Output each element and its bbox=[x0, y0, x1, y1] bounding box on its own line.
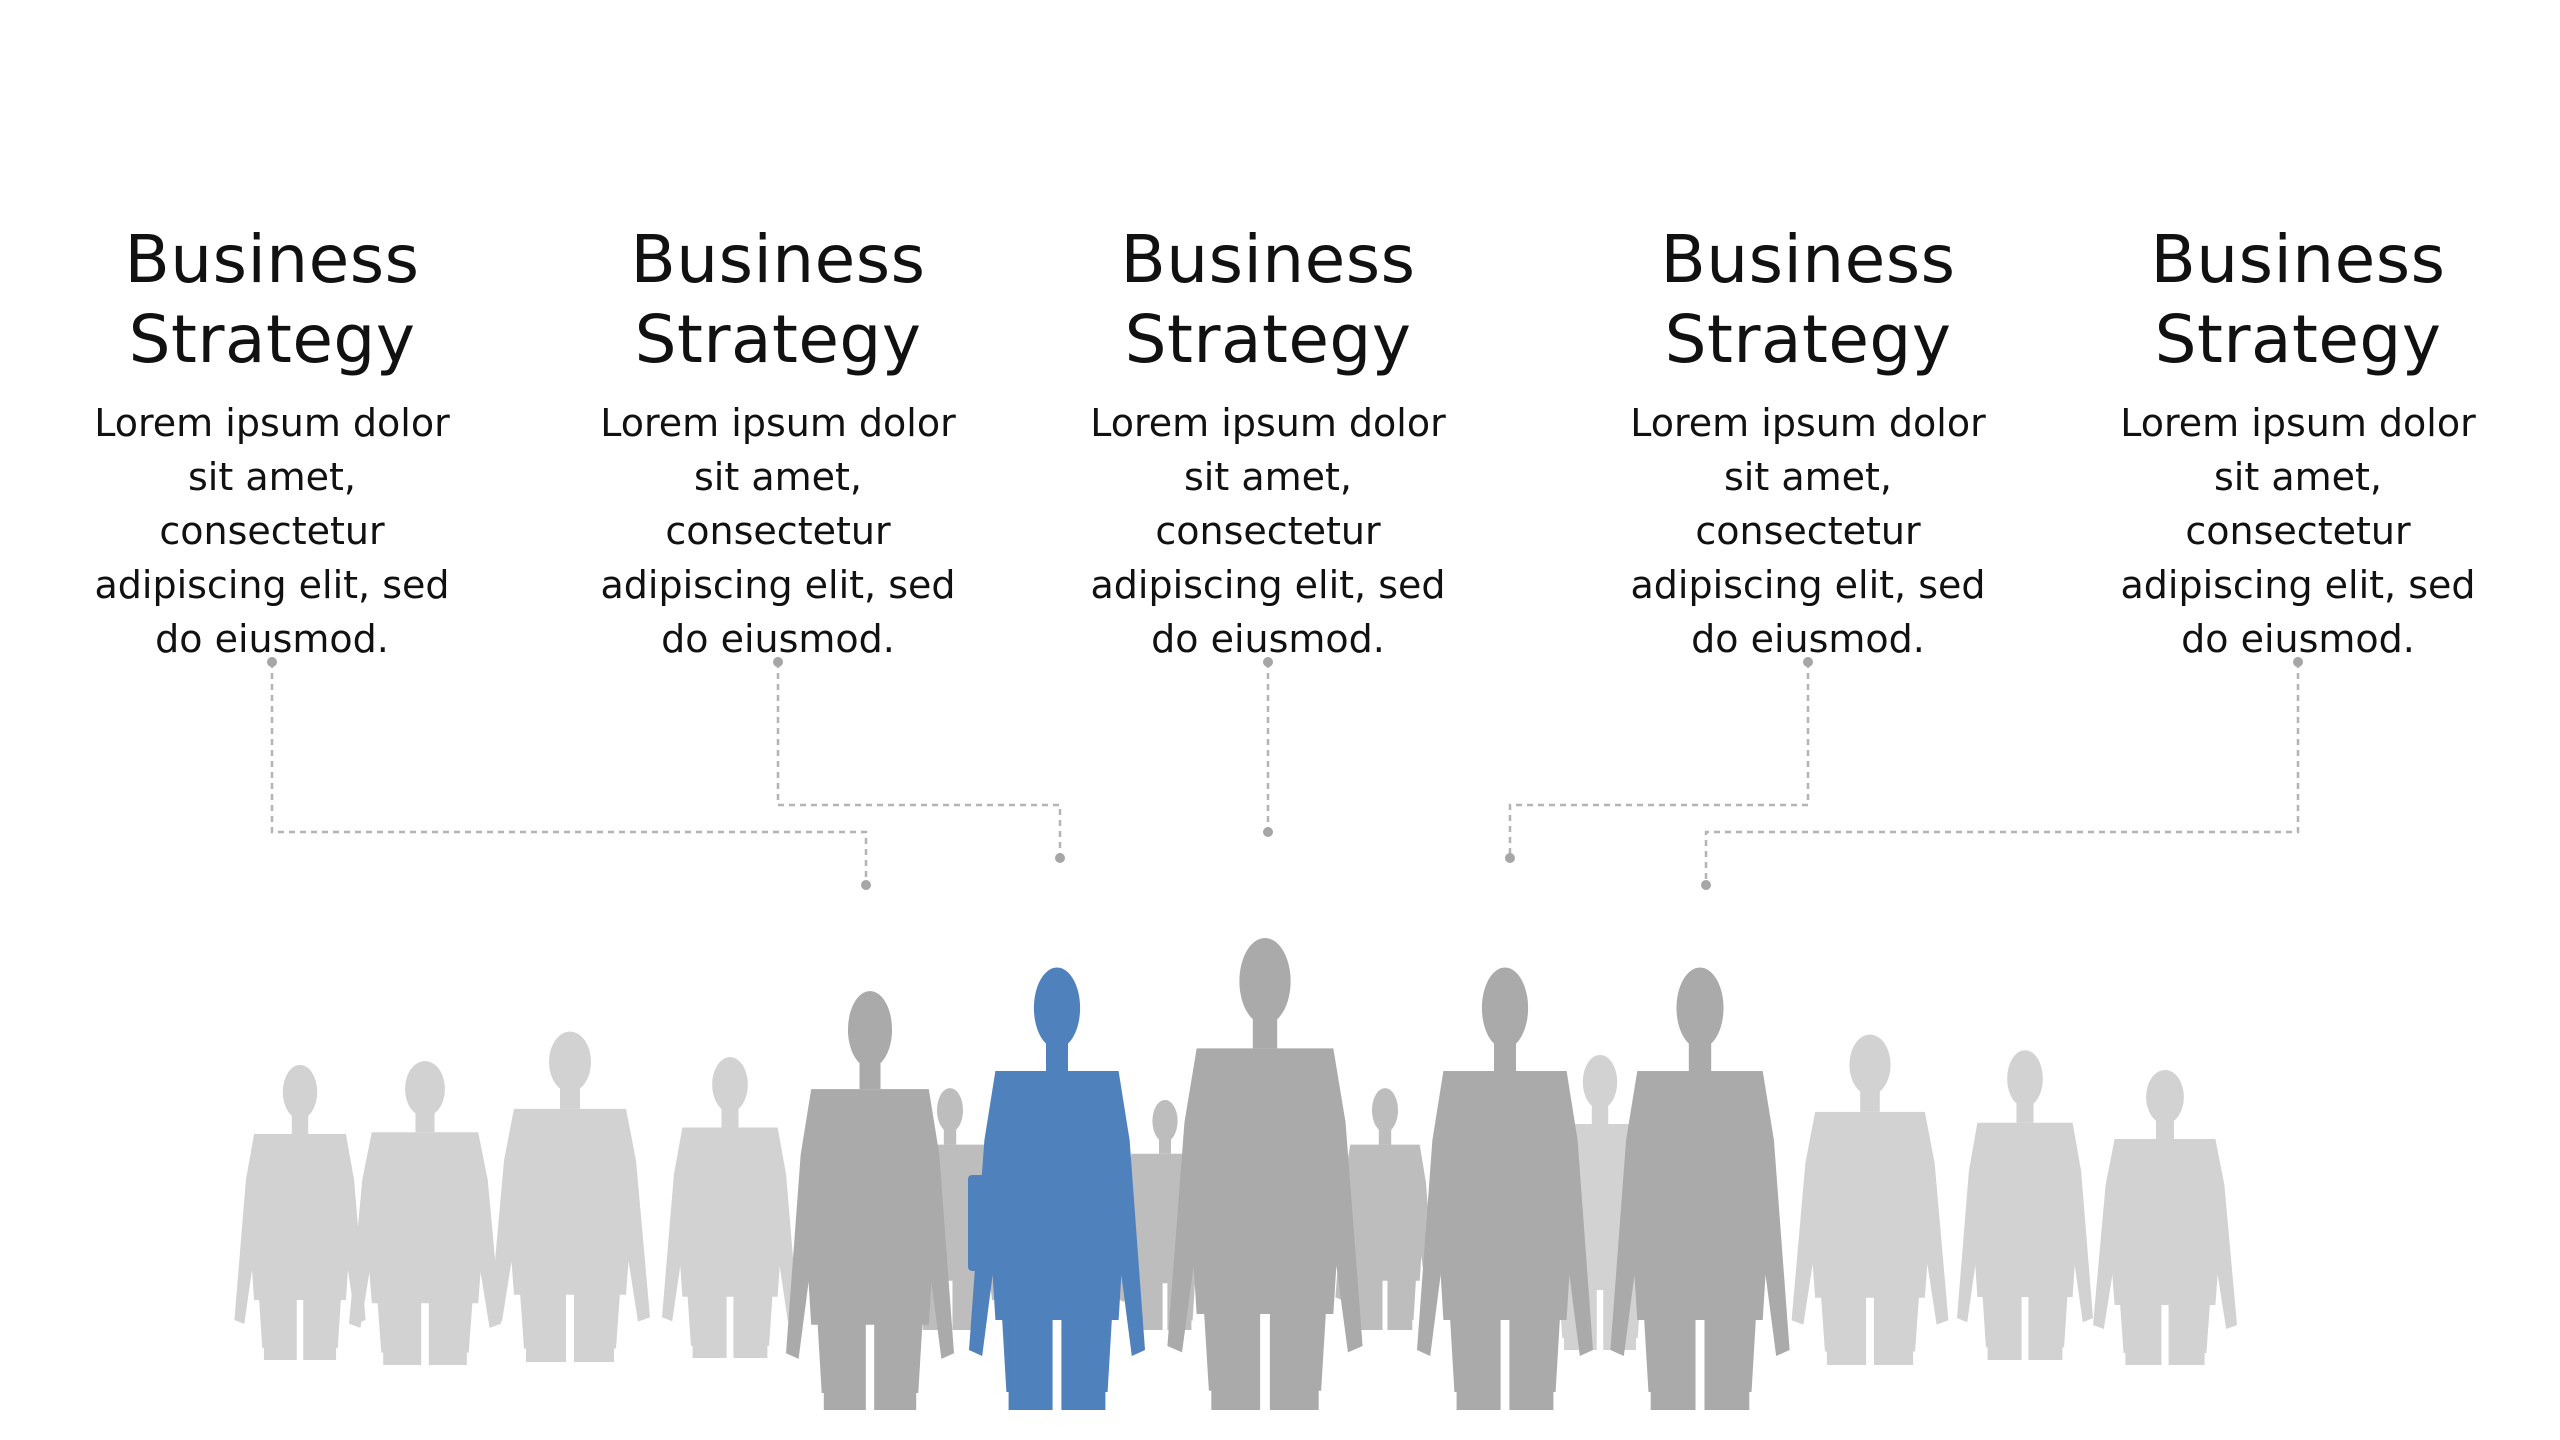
description-line: sit amet, bbox=[1184, 455, 1352, 499]
connector-dot-end-3 bbox=[1263, 827, 1273, 837]
connector-2 bbox=[776, 662, 1062, 858]
briefcase-icon bbox=[968, 1175, 1020, 1271]
description-line: sit amet, bbox=[2214, 455, 2382, 499]
column-description: Lorem ipsum dolor sit amet, consectetur … bbox=[62, 396, 482, 666]
title-line-2: Strategy bbox=[2154, 301, 2442, 378]
title-line-1: Business bbox=[1660, 221, 1956, 298]
person-silhouette bbox=[349, 1061, 501, 1365]
description-line: adipiscing elit, sed bbox=[600, 563, 956, 607]
description-line: consectetur bbox=[665, 509, 891, 553]
title-line-1: Business bbox=[1120, 221, 1416, 298]
person-silhouette bbox=[234, 1065, 366, 1360]
connector-dot-end-4 bbox=[1505, 853, 1515, 863]
description-line: do eiusmod. bbox=[155, 617, 389, 661]
title-line-1: Business bbox=[2150, 221, 2446, 298]
connector-dot-top-2 bbox=[773, 657, 783, 667]
strategy-column-1: Business Strategy Lorem ipsum dolor sit … bbox=[62, 220, 482, 666]
connector-dot-top-3 bbox=[1263, 657, 1273, 667]
connector-1 bbox=[270, 662, 868, 885]
description-line: sit amet, bbox=[1724, 455, 1892, 499]
description-line: Lorem ipsum dolor bbox=[600, 401, 956, 445]
description-line: do eiusmod. bbox=[2181, 617, 2415, 661]
description-line: consectetur bbox=[1155, 509, 1381, 553]
person-silhouette bbox=[1791, 1034, 1949, 1365]
description-line: Lorem ipsum dolor bbox=[1630, 401, 1986, 445]
description-line: sit amet, bbox=[694, 455, 862, 499]
description-line: adipiscing elit, sed bbox=[2120, 563, 2476, 607]
column-description: Lorem ipsum dolor sit amet, consectetur … bbox=[568, 396, 988, 666]
person-silhouette bbox=[1957, 1050, 2093, 1360]
column-description: Lorem ipsum dolor sit amet, consectetur … bbox=[1598, 396, 2018, 666]
connector-4 bbox=[1508, 662, 1810, 858]
strategy-column-4: Business Strategy Lorem ipsum dolor sit … bbox=[1598, 220, 2018, 666]
connector-dot-end-5 bbox=[1701, 880, 1711, 890]
strategy-column-5: Business Strategy Lorem ipsum dolor sit … bbox=[2088, 220, 2508, 666]
column-title: Business Strategy bbox=[1598, 220, 2018, 380]
connector-dot-top-1 bbox=[267, 657, 277, 667]
description-line: Lorem ipsum dolor bbox=[1090, 401, 1446, 445]
column-title: Business Strategy bbox=[62, 220, 482, 380]
description-line: adipiscing elit, sed bbox=[1630, 563, 1986, 607]
column-description: Lorem ipsum dolor sit amet, consectetur … bbox=[1058, 396, 1478, 666]
person-silhouette bbox=[1167, 938, 1363, 1410]
description-line: consectetur bbox=[159, 509, 385, 553]
description-line: sit amet, bbox=[188, 455, 356, 499]
description-line: consectetur bbox=[2185, 509, 2411, 553]
title-line-2: Strategy bbox=[634, 301, 922, 378]
connector-dot-top-5 bbox=[2293, 657, 2303, 667]
column-title: Business Strategy bbox=[2088, 220, 2508, 380]
title-line-1: Business bbox=[630, 221, 926, 298]
person-silhouette bbox=[786, 991, 954, 1410]
description-line: do eiusmod. bbox=[661, 617, 895, 661]
column-title: Business Strategy bbox=[1058, 220, 1478, 380]
description-line: Lorem ipsum dolor bbox=[94, 401, 450, 445]
connector-5 bbox=[1704, 662, 2300, 885]
connector-dot-top-4 bbox=[1803, 657, 1813, 667]
connector-dot-end-2 bbox=[1055, 853, 1065, 863]
person-silhouette bbox=[1610, 967, 1790, 1410]
column-description: Lorem ipsum dolor sit amet, consectetur … bbox=[2088, 396, 2508, 666]
description-line: consectetur bbox=[1695, 509, 1921, 553]
description-line: adipiscing elit, sed bbox=[94, 563, 450, 607]
description-line: Lorem ipsum dolor bbox=[2120, 401, 2476, 445]
strategy-column-2: Business Strategy Lorem ipsum dolor sit … bbox=[568, 220, 988, 666]
description-line: do eiusmod. bbox=[1151, 617, 1385, 661]
person-silhouette bbox=[2093, 1070, 2237, 1365]
title-line-2: Strategy bbox=[1124, 301, 1412, 378]
title-line-2: Strategy bbox=[1664, 301, 1952, 378]
column-title: Business Strategy bbox=[568, 220, 988, 380]
title-line-1: Business bbox=[124, 221, 420, 298]
connector-dot-end-1 bbox=[861, 880, 871, 890]
person-silhouette bbox=[490, 1031, 650, 1362]
description-line: adipiscing elit, sed bbox=[1090, 563, 1446, 607]
description-line: do eiusmod. bbox=[1691, 617, 1925, 661]
strategy-column-3: Business Strategy Lorem ipsum dolor sit … bbox=[1058, 220, 1478, 666]
person-silhouette bbox=[662, 1057, 798, 1358]
title-line-2: Strategy bbox=[128, 301, 416, 378]
